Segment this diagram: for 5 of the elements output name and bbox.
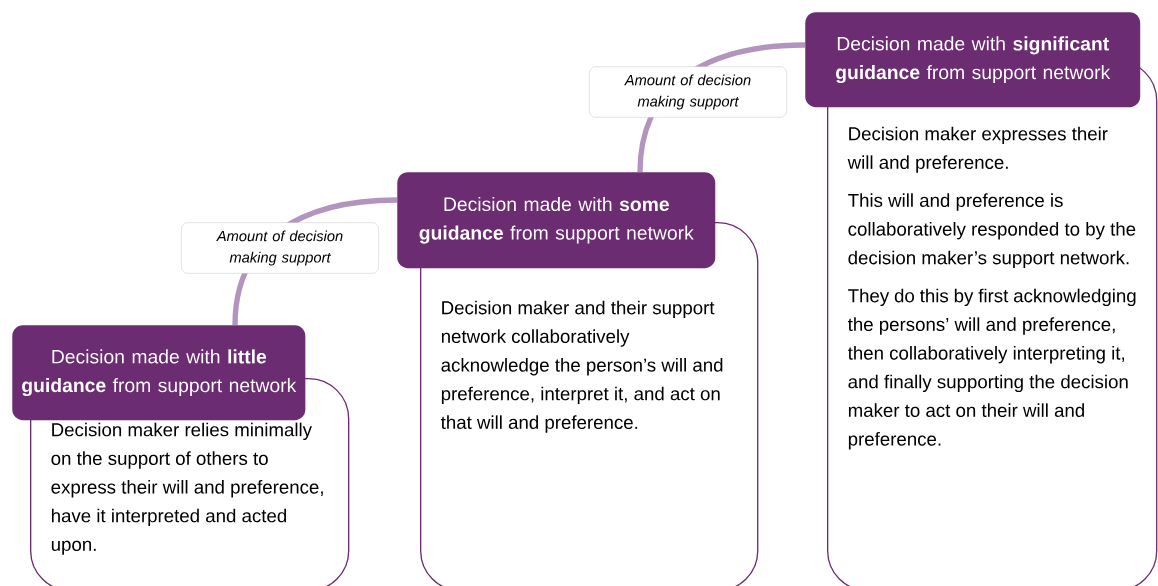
header-box: Decision made with significant guidance from support network: [805, 12, 1141, 108]
edge-label: Amount of decision making support: [589, 66, 787, 118]
edge-label: Amount of decision making support: [181, 222, 379, 274]
header-box: Decision made with little guidance from support network: [12, 325, 306, 421]
header-box: Decision made with some guidance from support network: [397, 172, 716, 269]
